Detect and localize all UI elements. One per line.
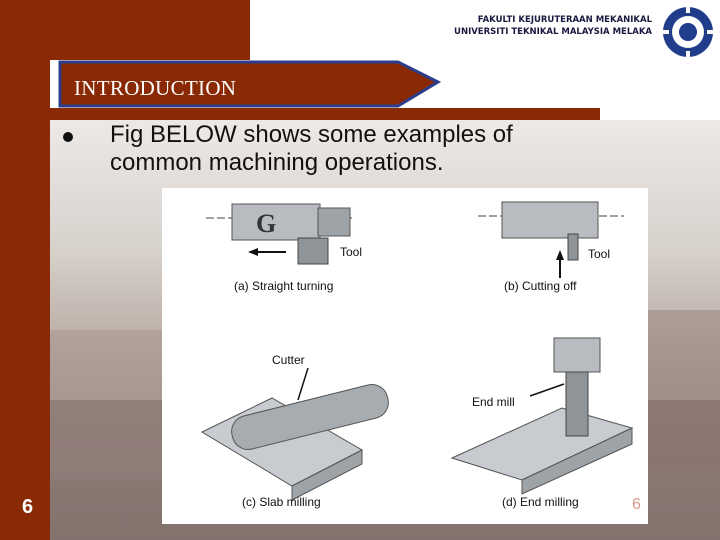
top-accent-bar bbox=[50, 0, 250, 60]
institution-header: FAKULTI KEJURUTERAAN MEKANIKAL UNIVERSIT… bbox=[454, 14, 652, 38]
end-mill-label: End mill bbox=[472, 395, 515, 409]
faculty-name: FAKULTI KEJURUTERAAN MEKANIKAL bbox=[477, 15, 652, 25]
title-underline-strip bbox=[50, 108, 600, 120]
university-name: UNIVERSITI TEKNIKAL MALAYSIA MELAKA bbox=[454, 27, 652, 37]
bullet-text: Fig BELOW shows some examples of common … bbox=[110, 121, 513, 176]
background-building bbox=[50, 330, 170, 480]
cutting-off-diagram bbox=[478, 201, 624, 278]
end-milling-diagram bbox=[450, 337, 634, 495]
caption-end-milling: (d) End milling bbox=[502, 495, 579, 509]
left-sidebar-bar bbox=[0, 0, 50, 540]
faint-slide-number: 6 bbox=[632, 496, 641, 513]
caption-slab-milling: (c) Slab milling bbox=[242, 495, 321, 509]
slab-milling-diagram bbox=[200, 367, 389, 501]
slide-number: 6 bbox=[22, 496, 34, 518]
machining-operations-figure: G Tool (a) Straight turning Tool (b) Cut… bbox=[162, 188, 648, 524]
cutter-label: Cutter bbox=[272, 353, 305, 367]
section-title: INTRODUCTION bbox=[74, 76, 237, 100]
section-title-banner bbox=[58, 60, 442, 108]
straight-turning-diagram: G bbox=[206, 203, 352, 265]
svg-text:G: G bbox=[256, 209, 276, 238]
caption-cutting-off: (b) Cutting off bbox=[504, 279, 577, 293]
tool-label-b: Tool bbox=[588, 247, 610, 261]
tool-label-a: Tool bbox=[340, 245, 362, 259]
university-logo-icon bbox=[663, 7, 713, 57]
bullet-icon bbox=[63, 132, 73, 142]
background-building-right bbox=[640, 310, 720, 470]
caption-straight-turning: (a) Straight turning bbox=[234, 279, 333, 293]
